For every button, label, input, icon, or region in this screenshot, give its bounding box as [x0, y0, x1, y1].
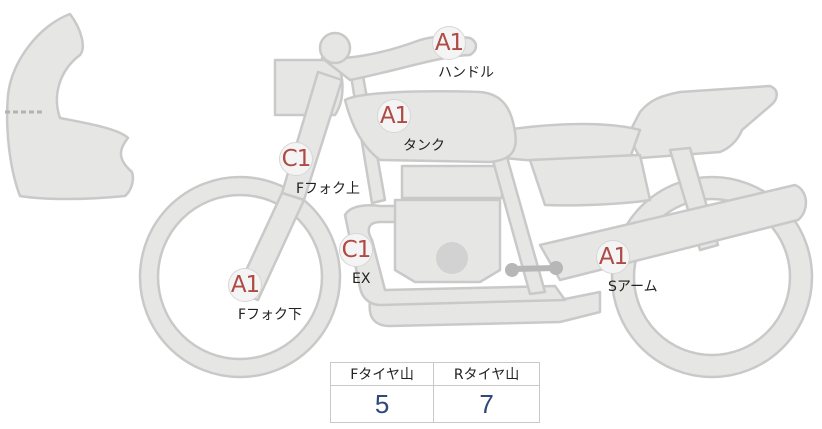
fork-lower-label: Fフォク下 — [238, 307, 303, 323]
exhaust-pipe — [343, 204, 567, 307]
rear-seat-cowl — [626, 84, 778, 160]
exhaust-grade-badge[interactable]: C1 — [339, 233, 373, 267]
tank-grade-badge[interactable]: A1 — [377, 99, 411, 133]
swingarm-label: Sアーム — [608, 279, 658, 295]
rear-tire-value: 7 — [433, 385, 540, 423]
handle-grade-badge[interactable]: A1 — [432, 26, 466, 60]
front-tire-value: 5 — [329, 385, 435, 423]
table-value-row: 5 7 — [329, 385, 540, 423]
rear-tire-header: Rタイヤ山 — [433, 362, 540, 386]
fork-upper-label: Fフォク上 — [296, 181, 361, 197]
fork-lower-grade-badge[interactable]: A1 — [228, 268, 262, 302]
tire-tread-table: Fタイヤ山 Rタイヤ山 5 7 — [329, 362, 540, 423]
fork-upper-grade-badge[interactable]: C1 — [279, 142, 313, 176]
exhaust-label: EX — [352, 271, 371, 287]
engine-sump — [436, 242, 468, 274]
handle-label: ハンドル — [438, 65, 494, 81]
front-tire-header: Fタイヤ山 — [329, 362, 435, 386]
front-cowl — [5, 12, 135, 201]
side-cover — [528, 153, 652, 207]
table-header-row: Fタイヤ山 Rタイヤ山 — [329, 362, 540, 386]
engine — [393, 198, 502, 284]
tank-label: タンク — [403, 138, 445, 154]
swingarm-grade-badge[interactable]: A1 — [596, 240, 630, 274]
mirror — [318, 31, 352, 65]
